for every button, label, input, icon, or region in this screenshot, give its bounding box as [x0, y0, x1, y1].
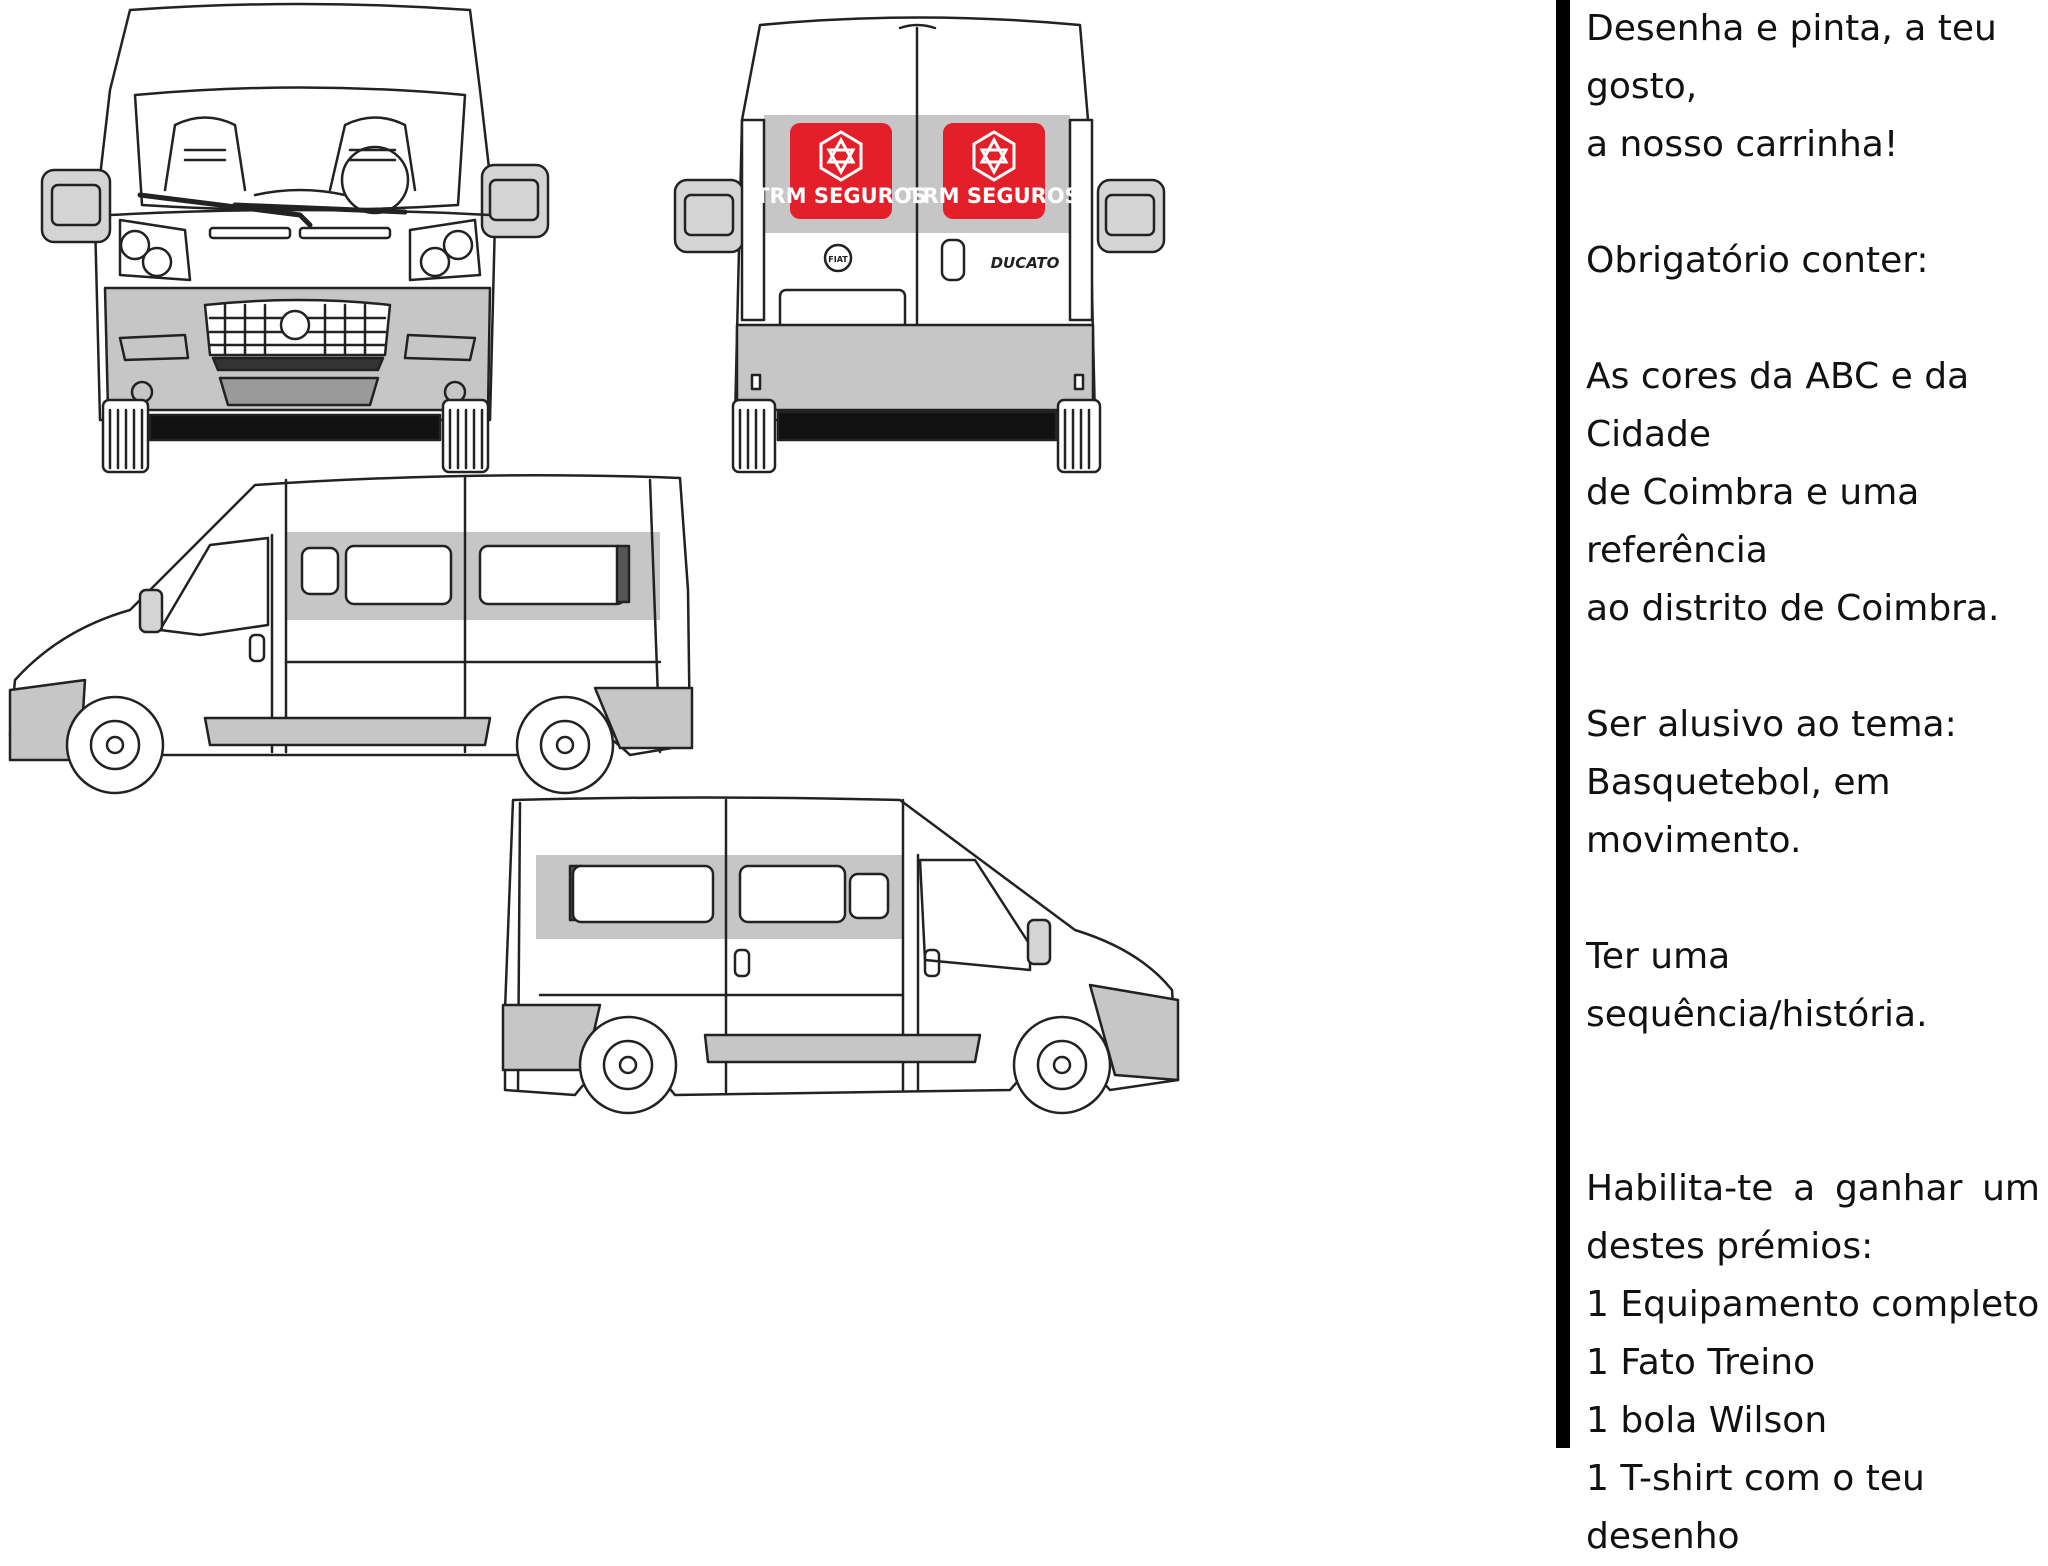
prize-item: 1 Equipamento completo [1586, 1284, 2040, 1325]
trm-emblem-icon [972, 130, 1016, 182]
instructions-panel: Desenha e pinta, a teu gosto, a nosso ca… [1586, 0, 2040, 1557]
trm-logo-right-text: TRM SEGUROS [908, 184, 1080, 208]
intro-line-1: Desenha e pinta, a teu gosto, [1586, 8, 1997, 107]
vertical-divider [1556, 0, 1570, 1448]
trm-logo-left-text: TRM SEGUROS [755, 184, 927, 208]
colors-requirement-line-3: ao distrito de Coimbra. [1586, 588, 2000, 629]
story-requirement: Ter uma sequência/história. [1586, 936, 1928, 1035]
van-side-view-left [8, 473, 694, 795]
van-rear-view [673, 16, 1166, 474]
van-front-view [40, 2, 550, 474]
fiat-badge-rear: FIAT [823, 243, 853, 273]
ducato-badge: DUCATO [991, 254, 1060, 272]
prizes-intro-line-2: destes prémios: [1586, 1226, 1874, 1267]
prizes-intro-line-1: Habilita-te a ganhar um [1586, 1168, 2040, 1209]
fiat-badge-text: FIAT [828, 255, 848, 264]
van-template-drawing: TRM SEGUROS TRM SEGUROS FIAT DUCATO [8, 2, 1180, 1115]
prize-item: 1 bola Wilson [1586, 1400, 1828, 1441]
prize-item: 1 T-shirt com o teu desenho [1586, 1458, 1925, 1557]
prize-item: 1 Fato Treino [1586, 1342, 1816, 1383]
theme-requirement-line-2: Basquetebol, em movimento. [1586, 762, 1891, 861]
intro-line-2: a nosso carrinha! [1586, 124, 1899, 165]
trm-logo-left: TRM SEGUROS [755, 123, 927, 219]
colors-requirement-line-2: de Coimbra e uma referência [1586, 472, 1920, 571]
van-side-view-right [501, 796, 1180, 1115]
colors-requirement-line-1: As cores da ABC e da Cidade [1586, 356, 1970, 455]
theme-requirement-line-1: Ser alusivo ao tema: [1586, 704, 1957, 745]
trm-emblem-icon [819, 130, 863, 182]
required-heading: Obrigatório conter: [1586, 240, 1929, 281]
trm-logo-right: TRM SEGUROS [908, 123, 1080, 219]
